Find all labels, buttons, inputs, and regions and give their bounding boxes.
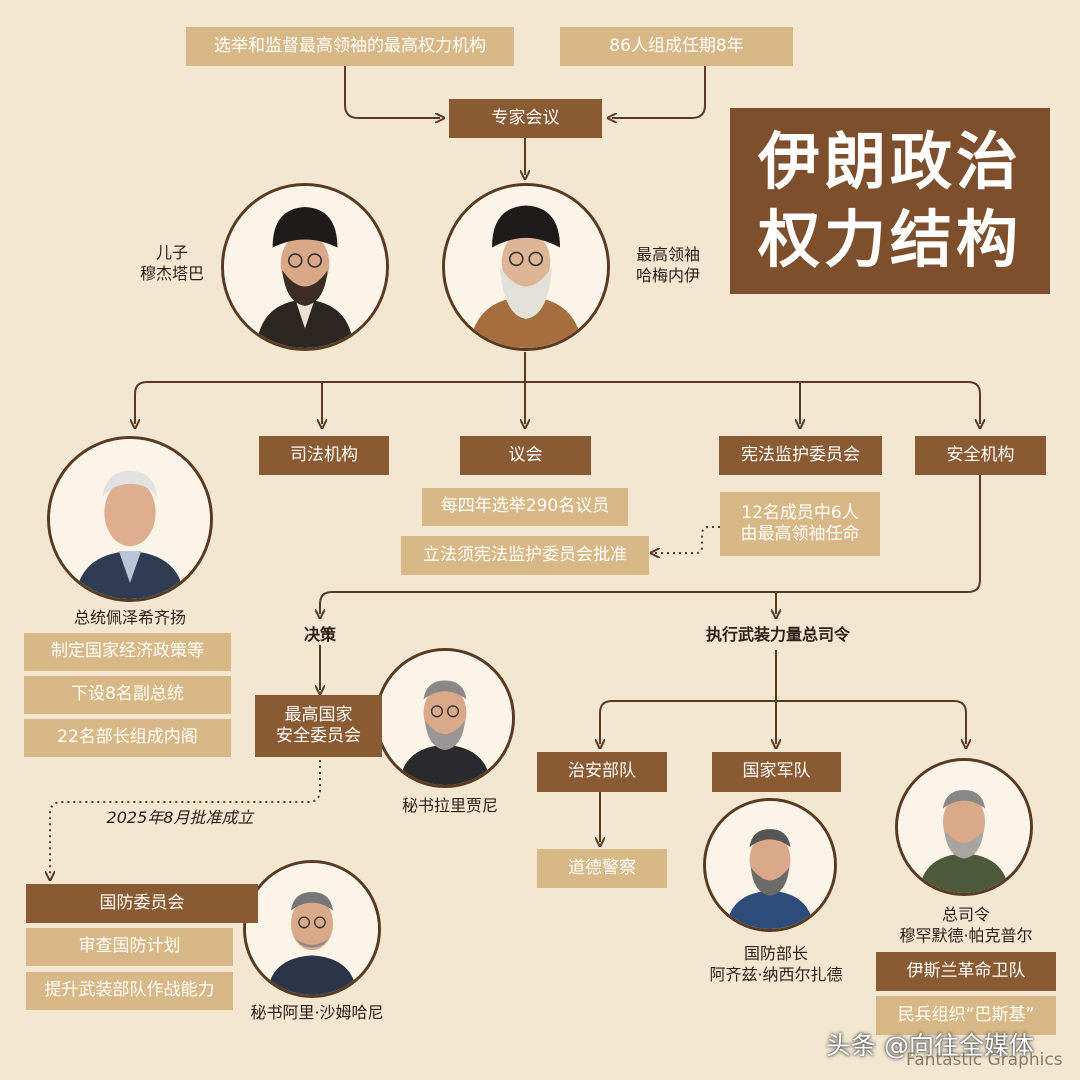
portrait-president-icon: [47, 436, 213, 602]
watermark-text: 头条 @向往全媒体: [826, 1031, 1034, 1060]
president-duty-2: 下设8名副总统: [24, 676, 231, 714]
defense-council-box: 国防委员会: [26, 884, 258, 923]
parliament-seats-note: 每四年选举290名议员: [422, 488, 628, 526]
portrait-supreme-leader-icon: [442, 183, 610, 351]
armed-forces-commander-label: 执行武装力量总司令: [705, 625, 850, 644]
title-line-1: 伊朗政治: [757, 125, 1022, 198]
parliament-box: 议会: [460, 436, 591, 475]
judiciary-box: 司法机构: [259, 436, 389, 475]
guardian-council-box: 宪法监护委员会: [719, 436, 882, 475]
legislation-approval-note: 立法须宪法监护委员会批准: [401, 536, 649, 575]
supreme-national-security-council-box: 最高国家 安全委员会: [255, 695, 382, 757]
portrait-larijani-icon: [375, 648, 515, 788]
main-title: 伊朗政治 权力结构: [730, 108, 1050, 294]
title-line-2: 权力结构: [757, 203, 1022, 276]
assembly-size-note: 86人组成任期8年: [560, 27, 793, 66]
portrait-commander-icon: [895, 758, 1033, 896]
basij-box: 民兵组织“巴斯基”: [876, 996, 1056, 1035]
defense-minister-label: 国防部长 阿齐兹·纳西尔扎德: [709, 944, 843, 984]
president-duty-1: 制定国家经济政策等: [24, 633, 231, 671]
defense-council-duty-1: 审查国防计划: [26, 928, 233, 966]
assembly-of-experts-box: 专家会议: [449, 99, 602, 138]
approval-date-label: 2025年8月批准成立: [106, 808, 254, 827]
assembly-duty-note: 选举和监督最高领袖的最高权力机构: [186, 27, 514, 66]
portrait-defense-minister-icon: [703, 798, 837, 932]
supreme-leader-label: 最高领袖 哈梅内伊: [635, 245, 700, 285]
portrait-son-icon: [221, 183, 389, 351]
larijani-label: 秘书拉里贾尼: [401, 796, 498, 815]
guardian-council-note: 12名成员中6人 由最高领袖任命: [720, 492, 880, 556]
national-army-box: 国家军队: [712, 752, 841, 792]
president-duty-3: 22名部长组成内阁: [24, 719, 231, 757]
president-label: 总统佩泽希齐扬: [73, 608, 186, 627]
shamkhani-label: 秘书阿里·沙姆哈尼: [250, 1003, 384, 1022]
irgc-box: 伊斯兰革命卫队: [876, 952, 1056, 991]
security-apparatus-box: 安全机构: [915, 436, 1046, 475]
decision-label: 决策: [303, 625, 336, 644]
defense-council-duty-2: 提升武装部队作战能力: [26, 972, 233, 1010]
commander-label: 总司令 穆罕默德·帕克普尔: [899, 905, 1033, 945]
morality-police-box: 道德警察: [537, 849, 667, 888]
watermark-subtext: Fantastic Graphics: [906, 1050, 1063, 1070]
police-box: 治安部队: [537, 752, 667, 792]
portrait-shamkhani-icon: [243, 860, 381, 998]
son-label: 儿子 穆杰塔巴: [139, 243, 204, 283]
